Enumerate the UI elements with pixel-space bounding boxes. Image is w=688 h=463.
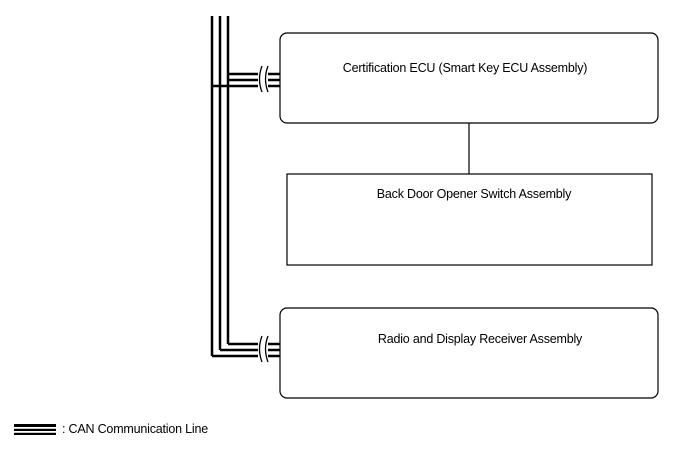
can-bus-trunk	[210, 16, 230, 356]
can-line-legend-icon	[14, 424, 56, 435]
certification-ecu-box: Certification ECU (Smart Key ECU Assembl…	[279, 32, 659, 124]
can-branch-certification	[212, 65, 280, 93]
radio-receiver-box: Radio and Display Receiver Assembly	[279, 307, 659, 399]
can-branch-radio	[212, 335, 280, 363]
break-mark-icon	[258, 335, 269, 363]
can-bus-trunk-fill	[215, 16, 225, 353]
legend-label: : CAN Communication Line	[62, 422, 208, 436]
break-mark-icon	[258, 65, 269, 93]
radio-receiver-label: Radio and Display Receiver Assembly	[378, 332, 583, 346]
legend: : CAN Communication Line	[14, 422, 208, 436]
back-door-switch-label: Back Door Opener Switch Assembly	[377, 187, 572, 201]
back-door-switch-box: Back Door Opener Switch Assembly	[286, 173, 653, 266]
certification-ecu-label: Certification ECU (Smart Key ECU Assembl…	[343, 61, 587, 75]
